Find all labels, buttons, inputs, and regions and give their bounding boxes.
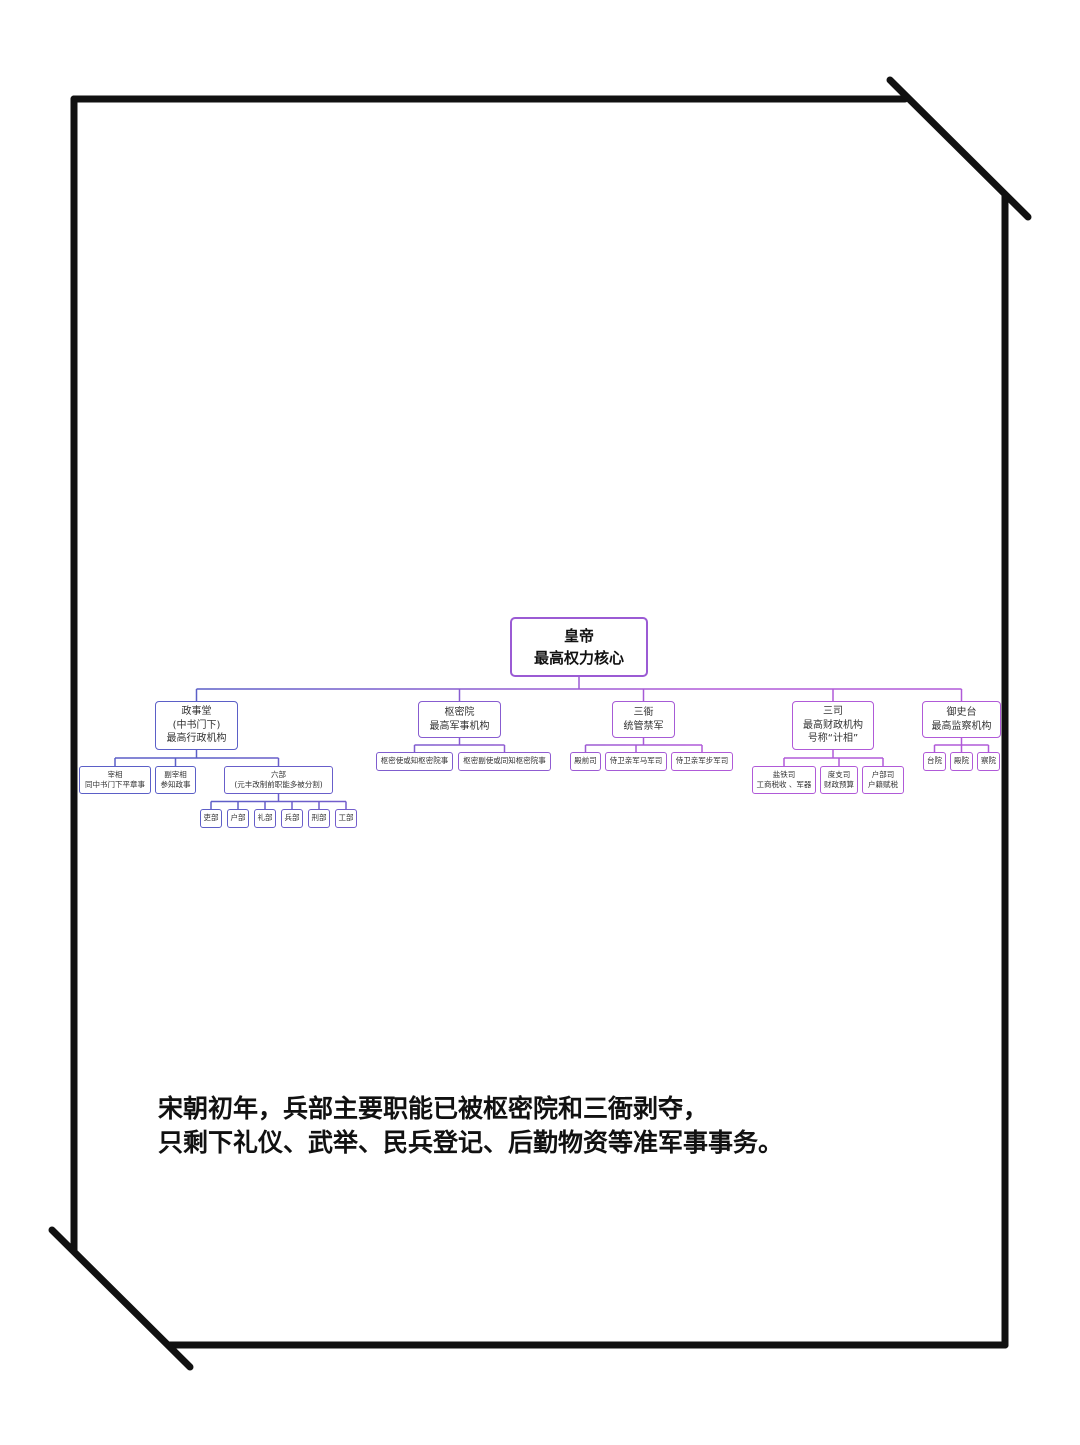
node-label: 工部 (338, 813, 354, 823)
node-label: 枢密副使或同知枢密院事 (463, 756, 546, 766)
node-sy: 三衙统管禁军 (612, 701, 675, 738)
node-label: 台院 (927, 756, 942, 766)
node-label: 察院 (981, 756, 996, 766)
node-label: 刑部 (311, 813, 327, 823)
node-label: 参知政事 (160, 780, 191, 789)
node-label: 吏部 (203, 813, 219, 823)
node-xb: 刑部 (308, 809, 330, 828)
node-ss: 三司最高财政机构号称“计相” (792, 701, 874, 750)
node-label: 枢密院 (444, 707, 475, 718)
node-hbs: 户部司户籍赋税 (862, 766, 904, 794)
node-label: (元丰改制前职能多被分割) (234, 780, 323, 789)
node-label: 号称“计相” (807, 733, 859, 745)
node-label: 侍卫亲军马军司 (609, 756, 663, 766)
node-label: 最高监察机构 (931, 720, 992, 732)
node-dy: 殿院 (950, 752, 973, 771)
caption-line-1: 宋朝初年，兵部主要职能已被枢密院和三衙剥夺， (158, 1094, 709, 1123)
node-label: 御史台 (946, 707, 977, 718)
node-zx: 宰相同中书门下平章事 (79, 766, 151, 794)
node-label: 度支司 (827, 769, 851, 779)
node-label: (中书门下) (172, 719, 221, 731)
node-yts: 盐铁司工商税收 、军器 (752, 766, 816, 794)
node-gb: 工部 (335, 809, 357, 828)
node-dzs: 度支司财政预算 (820, 766, 858, 794)
node-label: 三司 (823, 706, 843, 718)
node-label: 宰相 (107, 769, 123, 779)
node-label: 殿院 (954, 756, 969, 766)
node-bb: 兵部 (281, 809, 303, 828)
node-label: 侍卫亲军步军司 (675, 756, 729, 766)
node-label: 最高财政机构 (803, 719, 863, 731)
node-label: 盐铁司 (772, 769, 796, 779)
node-label: 工商税收 、军器 (756, 780, 812, 789)
node-cy: 察院 (977, 752, 1000, 771)
node-label: 户部 (230, 813, 246, 823)
node-label: 礼部 (257, 813, 273, 823)
node-label: 枢密使或知枢密院事 (380, 756, 449, 766)
node-label: 户籍赋税 (868, 780, 898, 789)
node-lib: 吏部 (200, 809, 222, 828)
node-fzx: 副宰相参知政事 (155, 766, 196, 794)
node-label: 六部 (271, 769, 286, 779)
caption-line-2: 只剩下礼仪、武举、民兵登记、后勤物资等准军事事务。 (158, 1128, 784, 1157)
node-label: 兵部 (284, 813, 300, 823)
node-lb2: 礼部 (254, 809, 276, 828)
node-label: 殿前司 (574, 756, 597, 766)
node-label: 财政预算 (824, 780, 854, 789)
node-label: 副宰相 (164, 769, 187, 779)
node-label: 最高权力核心 (533, 649, 624, 667)
node-zst: 政事堂(中书门下) 最高行政机构 (155, 701, 238, 750)
node-label: 同中书门下平章事 (85, 780, 145, 789)
node-label: 户部司 (871, 769, 895, 779)
node-label: 最高行政机构 (166, 733, 227, 745)
node-label: 三衙 (633, 707, 654, 718)
node-label: 皇帝 (563, 626, 594, 645)
node-dqs: 殿前司 (570, 752, 601, 771)
node-smy2: 枢密副使或同知枢密院事 (458, 752, 551, 771)
node-ty: 台院 (923, 752, 946, 771)
node-label: 最高军事机构 (429, 720, 490, 732)
node-bjs: 侍卫亲军步军司 (671, 752, 733, 771)
node-smy: 枢密院最高军事机构 (418, 701, 501, 738)
node-label: 政事堂 (181, 706, 212, 718)
node-mjs: 侍卫亲军马军司 (605, 752, 667, 771)
node-yst: 御史台最高监察机构 (922, 701, 1001, 738)
node-hb: 户部 (227, 809, 249, 828)
node-lb: 六部(元丰改制前职能多被分割) (224, 766, 333, 794)
node-label: 统管禁军 (623, 720, 664, 732)
caption: 宋朝初年，兵部主要职能已被枢密院和三衙剥夺， 只剩下礼仪、武举、民兵登记、后勤物… (158, 1092, 783, 1160)
node-smy1: 枢密使或知枢密院事 (376, 752, 453, 771)
node-root: 皇帝最高权力核心 (510, 617, 648, 677)
